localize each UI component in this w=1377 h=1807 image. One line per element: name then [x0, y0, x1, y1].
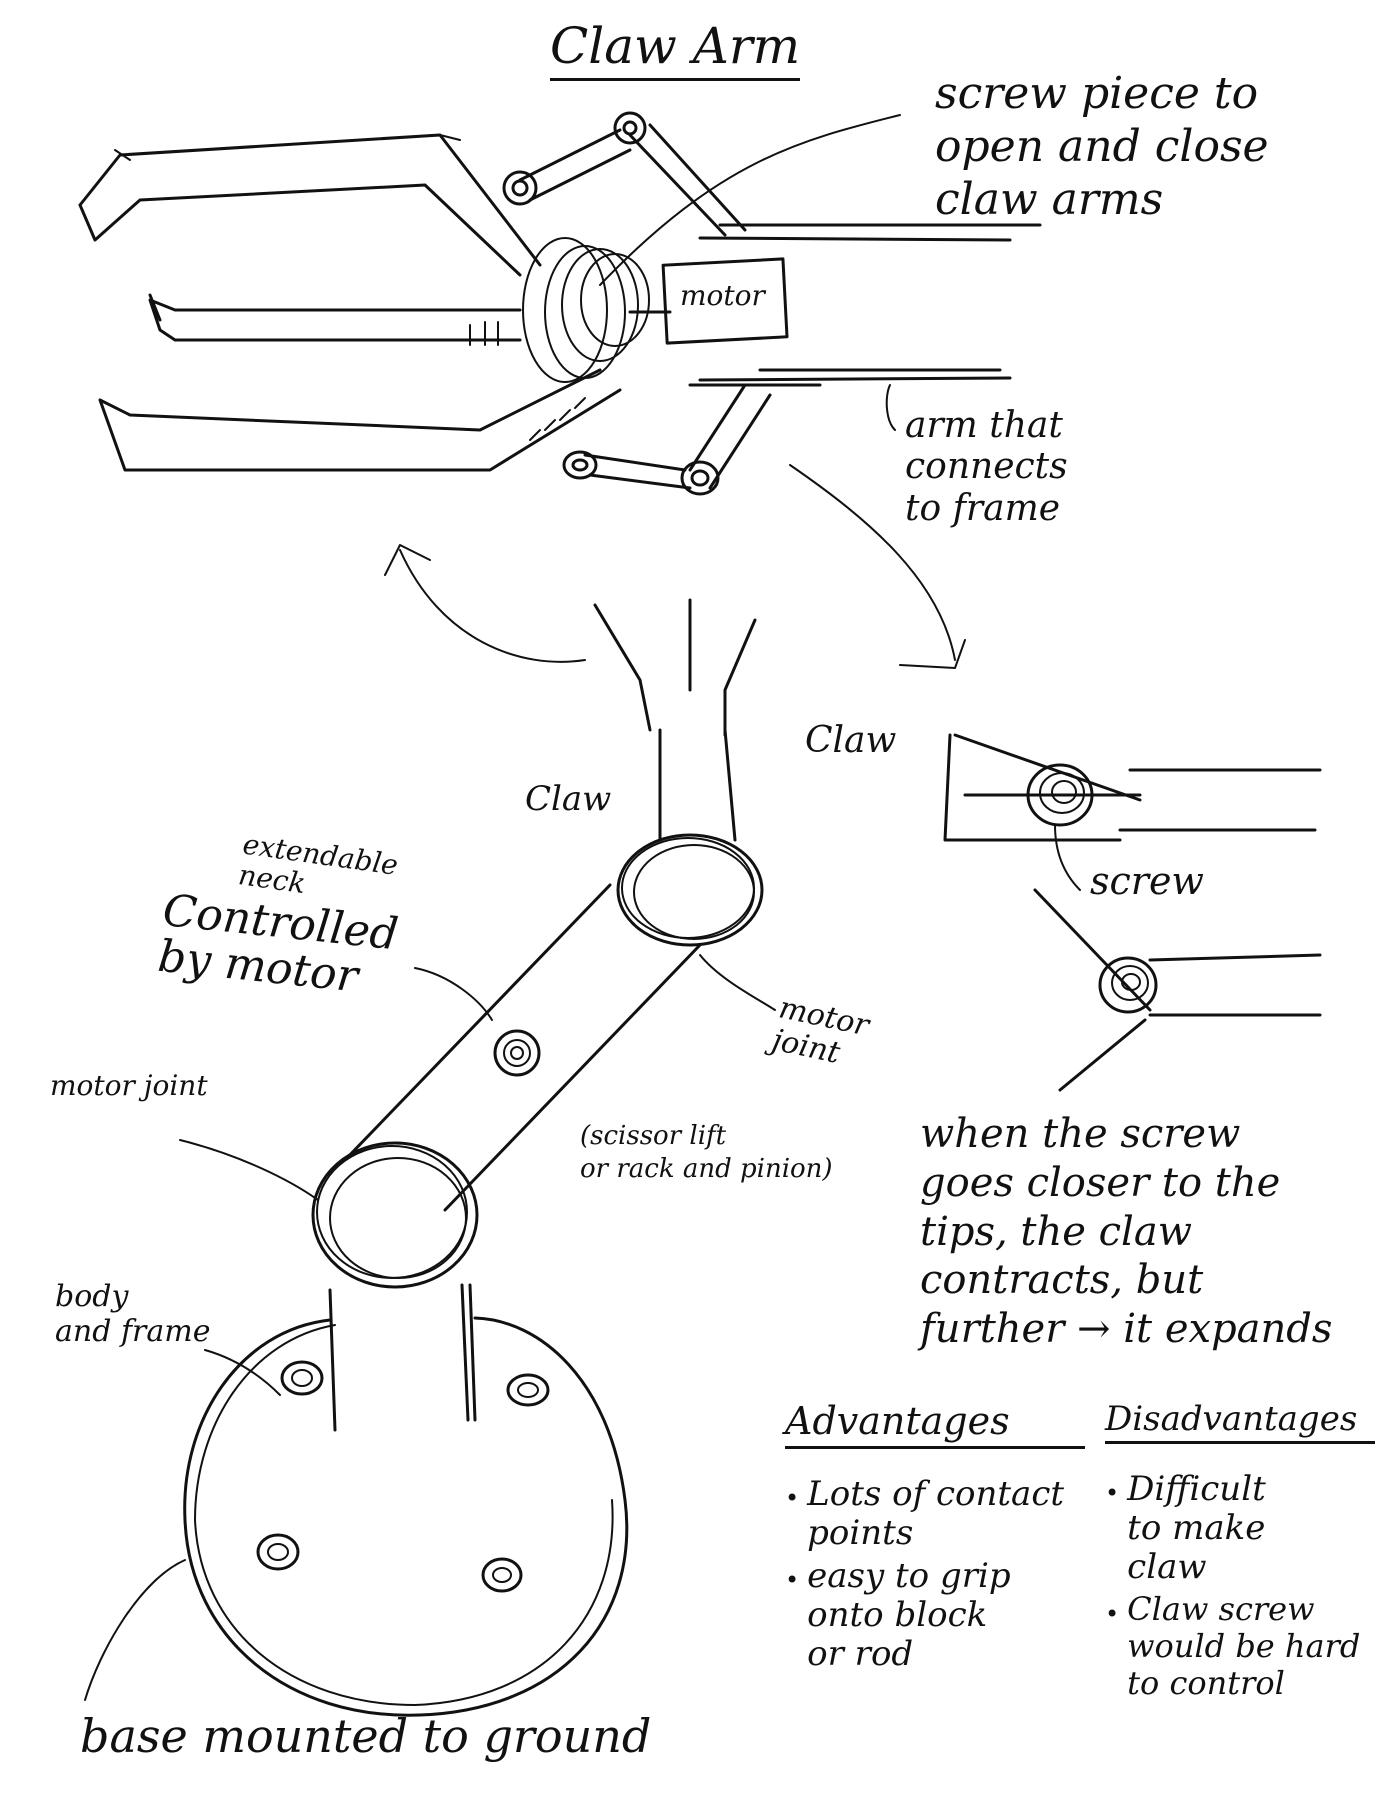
neck-leader-line [414, 967, 493, 1021]
claw-detail-screw-top [1026, 763, 1094, 827]
motor-box [661, 257, 789, 345]
bullet-icon: • [1105, 1479, 1120, 1508]
base-bolts [256, 1360, 550, 1593]
claw-detail-label: Claw [805, 720, 897, 761]
base-leader-line [84, 1559, 186, 1701]
middle-claw-jaw [148, 293, 522, 342]
round-base [183, 1316, 629, 1717]
upper-linkage [518, 123, 747, 237]
lower-claw-jaw [98, 368, 622, 472]
scissor-lift-label: (scissor lift or rack and pinion) [580, 1121, 833, 1184]
page-title: Claw Arm [550, 17, 801, 81]
screw-detail-leader-line [1054, 824, 1081, 891]
claw-closeup-drawing [78, 111, 1042, 496]
bullet-icon: • [785, 1483, 800, 1512]
advantages-heading: Advantages [785, 1399, 1085, 1449]
claw-detail-screw-bottom [1098, 956, 1158, 1014]
motor-label: motor [680, 279, 765, 312]
body-column [328, 1283, 477, 1432]
arm-frame-label: arm that connects to frame [905, 405, 1068, 529]
screw-coil [522, 237, 650, 383]
robot-arm-drawing [84, 598, 776, 1717]
claw-detail-drawing [943, 733, 1322, 1092]
lower-joint-label: motor joint [50, 1069, 208, 1102]
disadvantages-item: • Difficult to make claw [1105, 1469, 1266, 1588]
disadvantages-section: Disadvantages • Difficult to make claw •… [1105, 1399, 1375, 1702]
lower-motor-joint [311, 1141, 479, 1289]
upper-motor-joint [616, 833, 764, 947]
lower-linkage [583, 383, 772, 490]
arm-claw-label: Claw [525, 779, 612, 819]
advantages-item: • easy to grip onto block or rod [785, 1555, 1011, 1675]
upper-joint-leader-line [699, 954, 776, 1011]
bullet-icon: • [785, 1565, 800, 1594]
arrow-to-claw-detail [789, 464, 966, 669]
base-label: base mounted to ground [80, 1709, 652, 1763]
body-leader-line [204, 1349, 281, 1396]
screw-label: screw [1090, 859, 1204, 903]
screw-piece-label: screw piece to open and close claw arms [935, 68, 1269, 225]
closed-claw-detail [1033, 888, 1322, 1092]
disadvantages-heading: Disadvantages [1105, 1399, 1375, 1445]
body-frame-label: body and frame [55, 1279, 211, 1349]
advantages-section: Advantages • Lots of contact points • ea… [785, 1399, 1085, 1675]
disadvantages-item: • Claw screw would be hard to control [1105, 1590, 1361, 1702]
advantages-item: • Lots of contact points [785, 1473, 1065, 1553]
bullet-icon: • [1105, 1600, 1120, 1629]
open-claw-detail [943, 733, 1322, 842]
upper-claw-jaw [78, 133, 542, 277]
arm-claw-prongs [593, 598, 757, 842]
lower-joint-leader-line [179, 1139, 319, 1201]
arm-frame-leader-line [885, 384, 896, 431]
screw-note: when the screw goes closer to the tips, … [920, 1111, 1333, 1353]
arrow-to-claw-closeup [384, 544, 586, 663]
extendable-neck [343, 883, 702, 1212]
screw-leader-line [599, 114, 901, 286]
